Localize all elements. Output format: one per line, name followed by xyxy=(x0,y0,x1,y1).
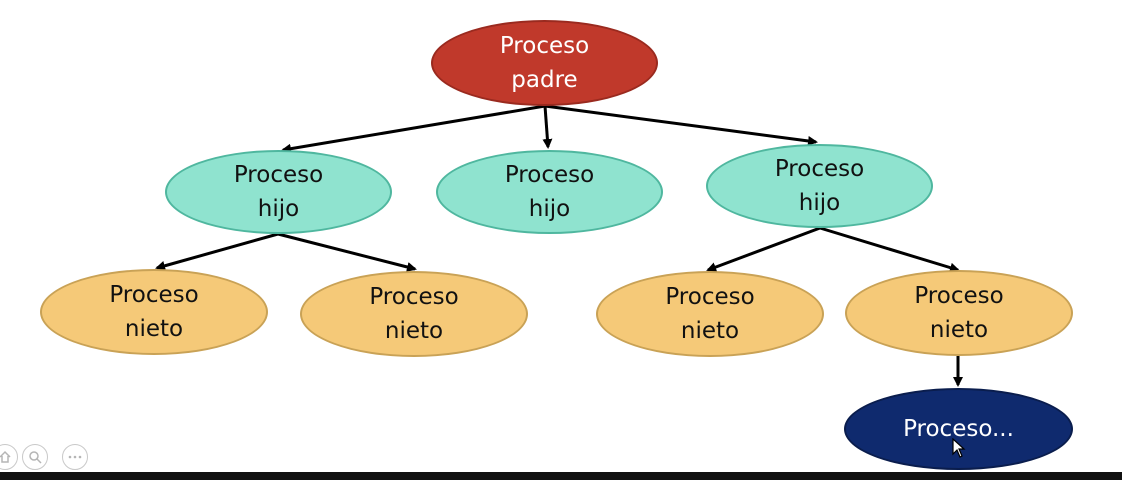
node-label-line2: padre xyxy=(511,67,578,93)
node-label: Proceso... xyxy=(903,416,1014,442)
node-label-line1: Proceso xyxy=(774,156,865,182)
arrow-padre-to-hijo-1 xyxy=(281,104,546,154)
more-icon[interactable] xyxy=(62,444,88,470)
arrow-padre-to-hijo-3 xyxy=(544,104,818,146)
node-label-line2: nieto xyxy=(929,317,989,343)
arrow-hijo-3-to-nieto-3 xyxy=(706,226,821,272)
node-label-line1: Proceso xyxy=(665,284,755,310)
node-proceso-padre: Proceso padre xyxy=(431,20,658,106)
bottom-border-bar xyxy=(0,472,1122,480)
node-label-line1: Proceso xyxy=(233,162,324,188)
arrow-hijo-3-to-nieto-4 xyxy=(819,226,960,273)
node-label-line2: nieto xyxy=(384,318,444,344)
node-proceso-nieto-1: Proceso nieto xyxy=(40,269,268,355)
node-label-line2: nieto xyxy=(680,318,740,344)
node-proceso-bisnieto: Proceso... xyxy=(844,388,1073,470)
node-label-line1: Proceso xyxy=(109,282,199,308)
node-proceso-nieto-4: Proceso nieto xyxy=(845,270,1073,356)
arrow-hijo-1-to-nieto-1 xyxy=(155,232,279,271)
node-proceso-hijo-2: Proceso hijo xyxy=(436,150,663,234)
arrow-hijo-1-to-nieto-2 xyxy=(277,232,417,272)
node-label-line1: Proceso xyxy=(369,284,459,310)
node-label-line2: hijo xyxy=(798,190,841,216)
node-label-line2: hijo xyxy=(528,196,571,222)
node-label-line1: Proceso xyxy=(504,162,595,188)
node-label-line2: hijo xyxy=(257,196,300,222)
node-label-line1: Proceso xyxy=(914,283,1004,309)
mouse-pointer-icon xyxy=(952,438,966,458)
node-proceso-nieto-2: Proceso nieto xyxy=(300,271,528,357)
zoom-icon[interactable] xyxy=(22,444,48,470)
node-label-line1: Proceso xyxy=(499,33,590,59)
node-proceso-hijo-3: Proceso hijo xyxy=(706,144,933,228)
arrow-padre-to-hijo-2 xyxy=(542,105,553,149)
node-proceso-hijo-1: Proceso hijo xyxy=(165,150,392,234)
node-label-line2: nieto xyxy=(124,316,184,342)
node-proceso-nieto-3: Proceso nieto xyxy=(596,271,824,357)
